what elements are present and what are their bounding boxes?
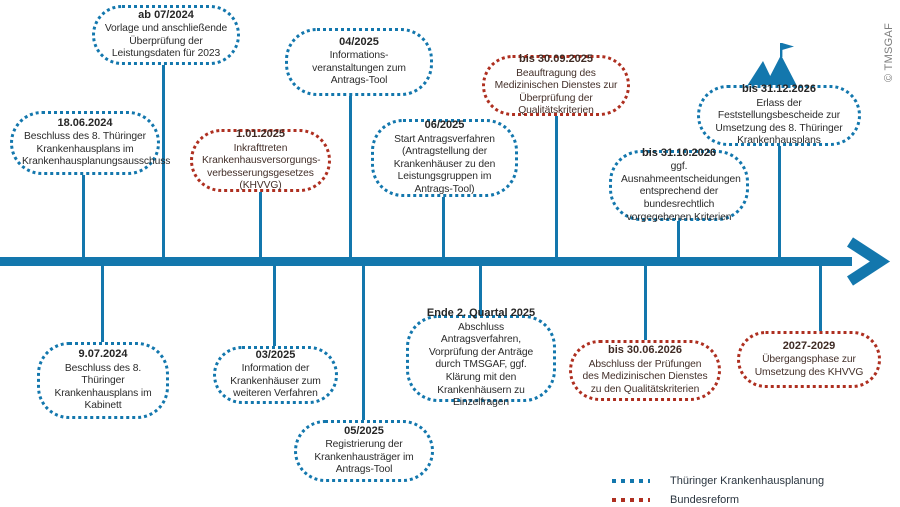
event-bubble-ende-2-quartal-2025: Ende 2. Quartal 2025 Abschluss Antragsve… <box>406 307 556 408</box>
event-bubble-05-2025: 05/2025 Registrierung der Krankenhausträ… <box>294 420 434 482</box>
event-bubble-bis-31-12-2026: bis 31.12.2026 Erlass der Feststellungsb… <box>697 83 861 147</box>
event-date: 1.01.2025 <box>236 128 285 141</box>
event-date: 04/2025 <box>339 35 379 48</box>
event-bubble-03-2025: 03/2025 Information der Krankenhäuser zu… <box>213 346 338 404</box>
connector-line <box>778 144 781 258</box>
event-date: 18.06.2024 <box>57 116 113 129</box>
event-bubble-06-2025: 06/2025 Start Antragsverfahren (Antragst… <box>371 119 518 197</box>
event-date: ab 07/2024 <box>138 8 194 21</box>
legend-item-bundesreform: Bundesreform <box>612 493 824 507</box>
copyright-note: © TMSGAF <box>883 22 895 82</box>
connector-line <box>644 266 647 342</box>
connector-line <box>349 95 352 258</box>
event-date: bis 30.06.2026 <box>607 344 682 357</box>
connector-line <box>677 219 680 258</box>
event-text: Vorlage und anschließende Überprüfung de… <box>104 23 228 60</box>
connector-line <box>555 114 558 258</box>
connector-line <box>442 196 445 258</box>
legend-label: Thüringer Krankenhausplanung <box>670 475 825 487</box>
legend-label: Bundesreform <box>670 494 740 506</box>
connector-line <box>479 266 482 317</box>
legend: Thüringer Krankenhausplanung Bundesrefor… <box>612 474 824 507</box>
event-date: bis 31.12.2026 <box>741 83 816 96</box>
legend-item-thueringer-krankenhausplanung: Thüringer Krankenhausplanung <box>612 474 824 488</box>
event-date: 06/2025 <box>424 119 465 132</box>
event-text: ggf. Ausnahmeentscheidungen entsprechend… <box>621 161 741 223</box>
event-date: 05/2025 <box>344 424 384 437</box>
event-text: Beauftragung des Medizinischen Dienstes … <box>494 67 618 117</box>
timeline-arrowhead-icon <box>847 237 891 286</box>
event-date: bis 30.09.2025 <box>518 53 593 66</box>
event-bubble-ab-07-2024: ab 07/2024 Vorlage und anschließende Übe… <box>92 5 240 65</box>
event-date: 03/2025 <box>255 348 296 361</box>
event-date: Ende 2. Quartal 2025 <box>426 307 536 320</box>
event-bubble-2027-2029: 2027-2029 Übergangsphase zur Umsetzung d… <box>737 331 881 388</box>
connector-line <box>273 266 276 348</box>
event-bubble-18-06-2024: 18.06.2024 Beschluss des 8. Thüringer Kr… <box>10 111 171 175</box>
event-bubble-bis-30-06-2026: bis 30.06.2026 Abschluss der Prüfungen d… <box>569 340 721 401</box>
event-date: 2027-2029 <box>782 339 836 352</box>
event-text: Start Antragsverfahren (Antragstellung d… <box>393 133 496 196</box>
event-text: Beschluss des 8. Thüringer Krankenhauspl… <box>54 362 152 412</box>
event-text: Abschluss Antragsverfahren, Vorprüfung d… <box>428 321 534 409</box>
connector-line <box>819 266 822 333</box>
connector-line <box>362 266 365 422</box>
connector-line <box>101 266 104 344</box>
event-bubble-bis-31-10-2026: bis 31.10.2026 ggf. Ausnahmeentscheidung… <box>609 146 749 223</box>
event-text: Beschluss des 8. Thüringer Krankenhauspl… <box>22 131 171 168</box>
event-bubble-bis-30-09-2025: bis 30.09.2025 Beauftragung des Medizini… <box>482 53 630 117</box>
legend-swatch-red-dotted-icon <box>612 498 650 502</box>
connector-line <box>82 173 85 258</box>
connector-line <box>259 191 262 258</box>
event-bubble-1-01-2025: 1.01.2025 Inkrafttreten Krankenhausverso… <box>190 128 331 192</box>
event-text: Inkrafttreten Krankenhausversorgungs- ve… <box>202 142 321 192</box>
event-bubble-04-2025: 04/2025 Informations- veranstaltungen zu… <box>285 28 433 96</box>
event-bubble-9-07-2024: 9.07.2024 Beschluss des 8. Thüringer Kra… <box>37 342 169 419</box>
timeline-axis <box>0 257 852 266</box>
event-text: Information der Krankenhäuser zum weiter… <box>230 363 321 400</box>
event-date: bis 31.10.2026 <box>641 146 716 159</box>
mountain-flag-icon <box>747 43 797 86</box>
legend-swatch-blue-dotted-icon <box>612 479 650 483</box>
event-text: Abschluss der Prüfungen des Medizinische… <box>582 358 708 395</box>
event-text: Informations- veranstaltungen zum Antrag… <box>312 50 406 87</box>
event-date: 9.07.2024 <box>78 348 128 361</box>
event-text: Übergangsphase zur Umsetzung des KHVVG <box>754 354 864 378</box>
event-text: Registrierung der Krankenhausträger im A… <box>314 439 414 476</box>
event-text: Erlass der Feststellungsbescheide zur Um… <box>715 97 843 147</box>
connector-line <box>162 63 165 258</box>
